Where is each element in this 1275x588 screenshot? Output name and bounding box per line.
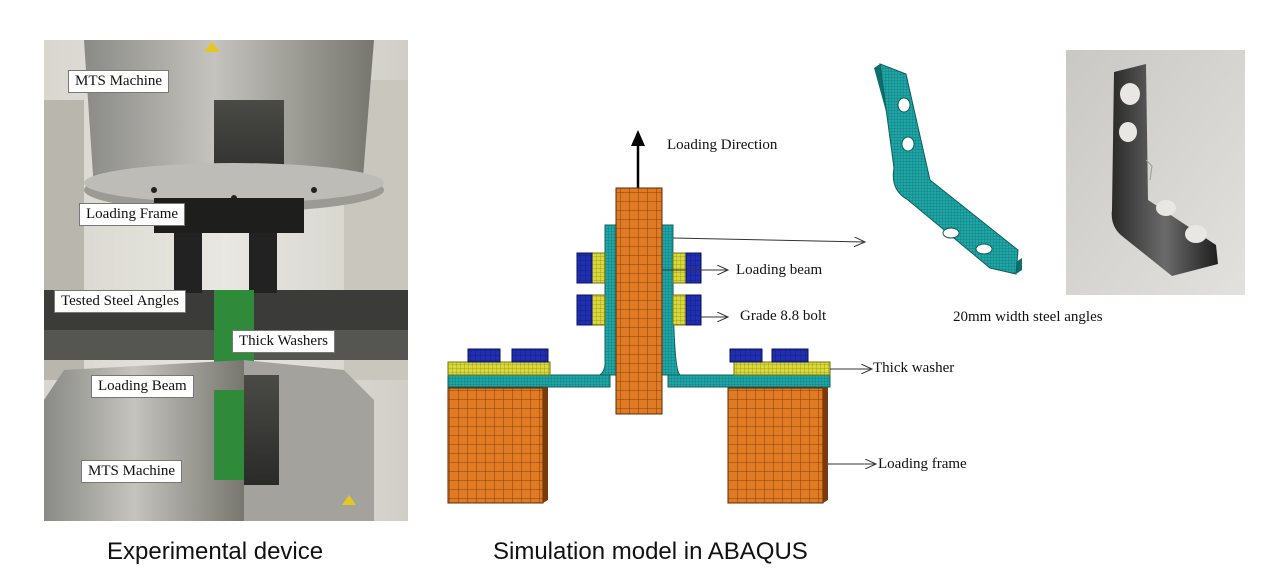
label-loading-frame: Loading frame — [878, 456, 967, 472]
photo-label-mts-bottom: MTS Machine — [81, 460, 183, 483]
side-washer-2 — [591, 294, 606, 326]
photo-label-mts-top: MTS Machine — [68, 70, 170, 93]
side-washer-3 — [672, 252, 687, 284]
leader-to-angle-detail — [672, 238, 865, 242]
side-washer-1 — [591, 252, 606, 284]
label-steel-angles: 20mm width steel angles — [953, 309, 1103, 325]
photo-hole-3 — [1156, 200, 1176, 216]
top-bolt-3 — [729, 348, 763, 363]
angle-vertical-left — [598, 224, 617, 376]
side-bolt-2 — [576, 294, 593, 326]
photo-label-loading-beam: Loading Beam — [91, 375, 194, 398]
side-bolt-4 — [685, 294, 702, 326]
angle-mesh-model — [874, 63, 1022, 275]
photo-label-tested-angles: Tested Steel Angles — [54, 290, 187, 313]
label-loading-beam: Loading beam — [736, 262, 823, 278]
top-bolt-4 — [771, 348, 809, 363]
angle-vertical-right — [661, 224, 682, 376]
label-thick-washer: Thick washer — [873, 360, 955, 376]
caption-experimental-device: Experimental device — [107, 538, 324, 565]
angle-hole-1 — [897, 97, 911, 113]
photo-hole-1 — [1120, 83, 1140, 105]
top-bolt-1 — [467, 348, 501, 363]
loading-beam-model — [615, 187, 663, 415]
angle-mesh-face — [879, 63, 1019, 275]
loading-direction-arrowhead — [631, 130, 645, 146]
simulation-model-diagram — [447, 130, 880, 504]
photo-hole-2 — [1119, 122, 1137, 142]
label-bolt: Grade 8.8 bolt — [740, 308, 827, 324]
loading-frame-right — [727, 387, 824, 504]
thick-washer-left — [447, 361, 551, 376]
steel-angle-photo — [1066, 50, 1245, 295]
angle-hole-2 — [901, 136, 915, 152]
photo-hole-4 — [1185, 225, 1207, 243]
angle-hole-4 — [975, 243, 993, 255]
loading-frame-left — [447, 387, 544, 504]
angle-leg-left — [447, 374, 611, 388]
experimental-photo: MTS Machine Loading Frame Tested Steel A… — [44, 40, 408, 521]
caption-simulation-model: Simulation model in ABAQUS — [493, 538, 808, 565]
photo-label-loading-frame: Loading Frame — [79, 203, 186, 226]
side-bolt-3 — [685, 252, 702, 284]
photo-label-thick-washers: Thick Washers — [232, 330, 335, 353]
side-washer-4 — [672, 294, 687, 326]
angle-hole-3 — [942, 227, 960, 239]
angle-leg-right — [667, 374, 831, 388]
top-bolt-2 — [511, 348, 549, 363]
side-bolt-1 — [576, 252, 593, 284]
experimental-photo-illustration — [44, 40, 408, 521]
steel-angle-body — [1111, 64, 1218, 276]
thick-washer-right — [733, 361, 831, 376]
label-loading-direction: Loading Direction — [667, 137, 778, 153]
